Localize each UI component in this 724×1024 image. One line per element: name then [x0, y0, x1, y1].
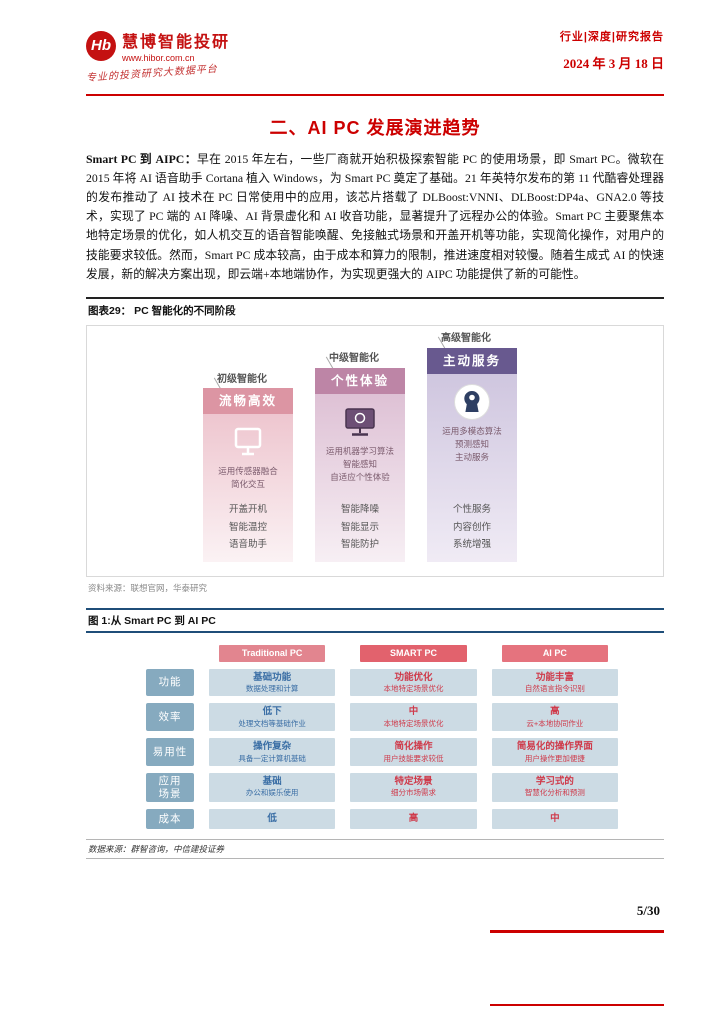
stage-column-advanced: 主动服务 运用多模态算法 预测感知 主动服务 个性服务 内容创作 系统增强 — [427, 347, 517, 562]
cell-desc: 细分市场需求 — [390, 788, 436, 798]
table-cell: 中 — [491, 809, 618, 830]
row-label: 应用 场景 — [146, 772, 194, 803]
page-header: Hb 慧博智能投研 www.hibor.com.cn 专业的投资研究大数据平台 … — [86, 28, 664, 96]
figure-1-source: 数据来源：群智咨询，中信建投证券 — [86, 839, 664, 860]
cell-desc: 用户技能要求较低 — [383, 753, 444, 763]
cell-desc: 自然语言指令识别 — [524, 684, 585, 694]
hibor-logo-icon: Hb — [86, 30, 116, 61]
cell-title: 学习式的 — [535, 775, 574, 787]
ai-head-icon — [453, 383, 491, 421]
cell-desc: 数据处理和计算 — [245, 684, 299, 694]
table-row: 成本 低 高 中 — [146, 809, 618, 830]
table-cell: 操作复杂具备一定计算机基础 — [209, 738, 336, 766]
cell-desc: 具备一定计算机基础 — [238, 753, 306, 763]
body-paragraph: Smart PC 到 AIPC：早在 2015 年左右，一些厂商就开始积极探索智… — [86, 150, 664, 284]
row-label: 成本 — [146, 809, 194, 830]
table-cell: 基础功能数据处理和计算 — [209, 668, 336, 697]
brand-name: 慧博智能投研 — [122, 34, 231, 51]
stage-column-intermediate: 个性体验 运用机器学习算法 智能感知 自适应个性体验 智能降噪 智能显示 智能防… — [315, 367, 405, 562]
stage-level-label-intermediate: 中级智能化 — [329, 352, 379, 364]
figure-29-source: 资料来源：联想官网，华泰研究 — [88, 582, 208, 593]
stage-title: 个性体验 — [315, 367, 405, 394]
pc-intelligence-chart: 初级智能化 中级智能化 高级智能化 流畅高效 运用传感器融合 简化交互 开盖开机… — [86, 324, 664, 577]
cell-desc: 云+本地协同作业 — [526, 718, 584, 728]
footer-red-bar — [490, 930, 664, 933]
cell-title: 功能丰富 — [535, 671, 574, 683]
cell-desc: 用户操作更加便捷 — [524, 753, 585, 763]
cell-title: 高 — [550, 706, 560, 718]
table-cell: 低 — [209, 809, 336, 830]
cell-desc: 办公和娱乐使用 — [245, 788, 299, 798]
table-cell: 高 — [350, 809, 477, 830]
brand-url-link[interactable]: www.hibor.com.cn — [122, 53, 195, 63]
page-number: 5/30 — [636, 903, 660, 918]
stage-desc: 运用传感器融合 简化交互 — [218, 465, 278, 489]
stage-level-label-advanced: 高级智能化 — [441, 332, 491, 344]
smart-monitor-icon — [342, 403, 378, 441]
paragraph-lead: Smart PC 到 AIPC： — [86, 152, 197, 166]
figure-29-caption: 图表29： PC 智能化的不同阶段 — [86, 296, 664, 322]
table-row: 易用性 操作复杂具备一定计算机基础 简化操作用户技能要求较低 简易化的操作界面用… — [146, 738, 618, 766]
cell-title: 操作复杂 — [253, 741, 292, 753]
cell-title: 中 — [408, 706, 419, 718]
row-label: 效率 — [146, 703, 194, 732]
stage-items: 开盖开机 智能温控 语音助手 — [228, 504, 267, 551]
table-row: 应用 场景 基础办公和娱乐使用 特定场景细分市场需求 学习式的智慧化分析和预测 — [146, 772, 618, 803]
section-title: 二、AI PC 发展演进趋势 — [269, 118, 481, 138]
cell-title: 基础 — [262, 775, 282, 787]
paragraph-text: 早在 2015 年左右，一些厂商就开始积极探索智能 PC 的使用场景，即 Sma… — [86, 152, 664, 281]
table-cell: 功能丰富自然语言指令识别 — [491, 668, 618, 697]
cell-desc: 智慧化分析和预测 — [524, 788, 585, 798]
figure-1: 图 1:从 Smart PC 到 AI PC Traditional PC SM… — [86, 607, 664, 860]
cell-title: 低 — [267, 813, 277, 825]
table-cell: 学习式的智慧化分析和预测 — [491, 772, 618, 803]
table-cell: 功能优化本地特定场景优化 — [350, 668, 477, 697]
stage-level-label-primary: 初级智能化 — [217, 373, 267, 385]
stage-desc: 运用多模态算法 预测感知 主动服务 — [442, 425, 502, 463]
cell-title: 特定场景 — [394, 775, 433, 787]
brand-block: Hb 慧博智能投研 www.hibor.com.cn 专业的投资研究大数据平台 — [86, 28, 230, 84]
figure-1-caption: 图 1:从 Smart PC 到 AI PC — [88, 614, 216, 627]
stage-desc: 运用机器学习算法 智能感知 自适应个性体验 — [325, 445, 394, 483]
report-category: 行业|深度|研究报告 — [559, 31, 664, 43]
table-cell: 低下处理文档等基础作业 — [209, 703, 336, 732]
stage-title: 主动服务 — [427, 347, 517, 374]
cell-title: 功能优化 — [394, 671, 433, 683]
bottom-red-bar — [490, 1004, 664, 1006]
report-date: 2024 年 3 月 18 日 — [563, 56, 664, 71]
table-cell: 中本地特定场景优化 — [350, 703, 477, 732]
table-cell: 简化操作用户技能要求较低 — [350, 738, 477, 766]
column-header-traditional-pc: Traditional PC — [219, 644, 326, 662]
stage-items: 智能降噪 智能显示 智能防护 — [340, 504, 379, 551]
table-cell: 高云+本地协同作业 — [491, 703, 618, 732]
table-header-row: Traditional PC SMART PC AI PC — [146, 644, 618, 662]
row-label: 易用性 — [146, 738, 194, 766]
cell-desc: 本地特定场景优化 — [383, 718, 444, 728]
table-cell: 基础办公和娱乐使用 — [209, 772, 336, 803]
cell-title: 中 — [550, 813, 560, 825]
table-row: 效率 低下处理文档等基础作业 中本地特定场景优化 高云+本地协同作业 — [146, 703, 618, 732]
cell-desc: 本地特定场景优化 — [383, 684, 444, 694]
cell-title: 简化操作 — [394, 741, 433, 753]
cell-title: 低下 — [262, 706, 282, 718]
row-label: 功能 — [146, 668, 194, 697]
column-header-ai-pc: AI PC — [501, 644, 608, 662]
stage-title: 流畅高效 — [203, 387, 293, 414]
stage-items: 个性服务 内容创作 系统增强 — [452, 504, 491, 551]
cell-title: 基础功能 — [253, 671, 292, 683]
cell-desc: 处理文档等基础作业 — [238, 718, 306, 728]
cell-title: 简易化的操作界面 — [516, 741, 593, 753]
table-cell: 特定场景细分市场需求 — [350, 772, 477, 803]
table-row: 功能 基础功能数据处理和计算 功能优化本地特定场景优化 功能丰富自然语言指令识别 — [146, 668, 618, 697]
figure-29: 图表29： PC 智能化的不同阶段 初级智能化 中级智能化 高级智能化 流畅高效… — [86, 296, 664, 594]
stage-column-primary: 流畅高效 运用传感器融合 简化交互 开盖开机 智能温控 语音助手 — [203, 387, 293, 562]
table-cell: 简易化的操作界面用户操作更加便捷 — [491, 738, 618, 766]
cell-title: 高 — [408, 813, 419, 825]
column-header-smart-pc: SMART PC — [360, 644, 467, 662]
monitor-outline-icon — [231, 423, 265, 461]
pc-comparison-table: Traditional PC SMART PC AI PC 功能 基础功能数据处… — [146, 644, 618, 830]
